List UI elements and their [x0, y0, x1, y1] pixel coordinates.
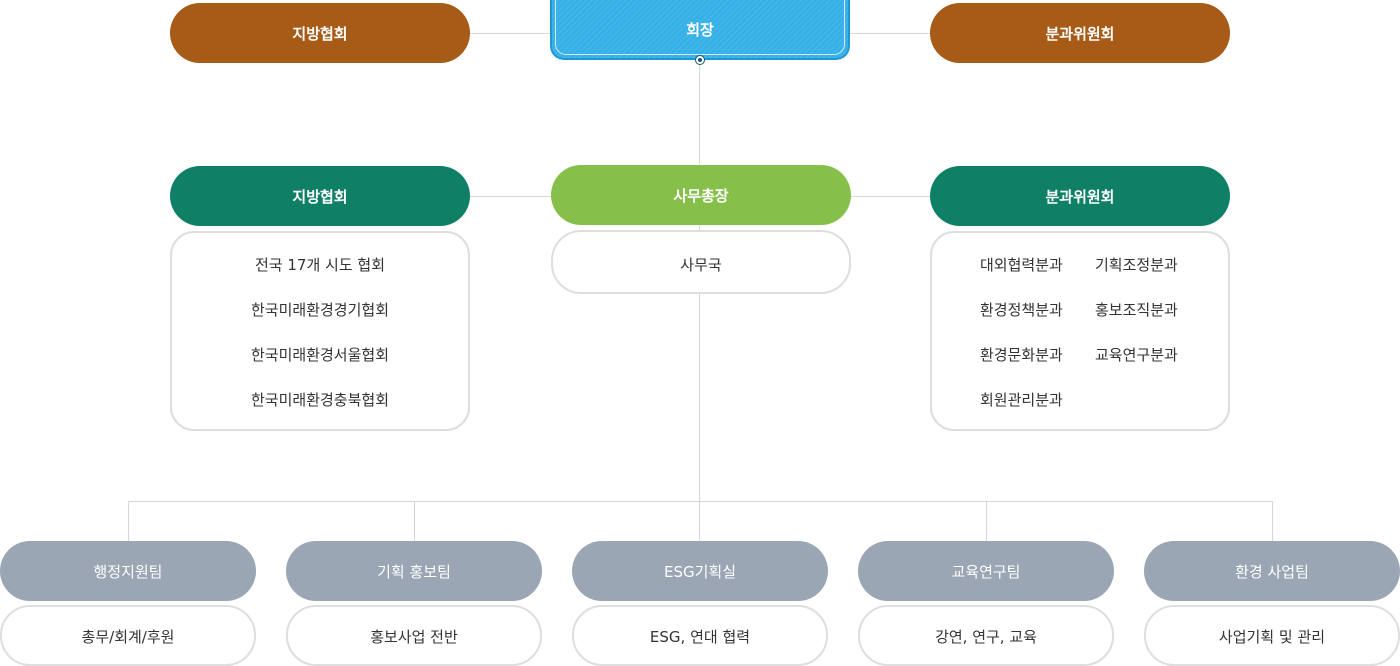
connector-drop-2 [414, 501, 415, 541]
team-admin-support: 행정지원팀 [0, 541, 256, 601]
subcommittee-item: 교육연구분과 [1095, 346, 1178, 364]
regional-item: 한국미래환경서울협회 [250, 346, 390, 364]
node-subcommittee: 분과위원회 [930, 166, 1230, 226]
connector-drop-5 [1272, 501, 1273, 541]
connector-dot [696, 56, 704, 64]
regional-item: 한국미래환경충북협회 [250, 391, 390, 409]
team-planning-pr-desc: 홍보사업 전반 [370, 628, 458, 646]
team-environment-business-desc-box [1144, 605, 1400, 666]
subcommittee-item: 홍보조직분과 [1095, 301, 1178, 319]
chairman-label: 회장 [686, 20, 714, 39]
team-esg-planning-desc: ESG, 연대 협력 [649, 628, 751, 646]
secretariat-box [551, 230, 851, 294]
secretariat-label: 사무국 [680, 256, 722, 274]
subcommittee-item: 기획조정분과 [1095, 256, 1178, 274]
subcommittee-item: 환경문화분과 [980, 346, 1063, 364]
team-admin-support-desc: 총무/회계/후원 [81, 628, 175, 646]
team-education-research-desc-box [858, 605, 1114, 666]
node-subcommittee-top: 분과위원회 [930, 3, 1230, 63]
subcommittee-item: 회원관리분과 [980, 391, 1063, 409]
team-esg-planning-desc-box [572, 605, 828, 666]
team-admin-support-desc-box [0, 605, 256, 666]
connector-drop-1 [128, 501, 129, 541]
connector-vertical-main [699, 60, 700, 541]
subcommittee-item: 대외협력분과 [980, 256, 1063, 274]
node-regional-association: 지방협회 [170, 166, 470, 226]
team-education-research-desc: 강연, 연구, 교육 [935, 628, 1037, 646]
regional-item: 전국 17개 시도 협회 [255, 256, 385, 274]
node-secretary-general: 사무총장 [551, 165, 851, 225]
connector-bottom-horizontal [128, 501, 1273, 502]
node-regional-association-top: 지방협회 [170, 3, 470, 63]
team-esg-planning: ESG기획실 [572, 541, 828, 601]
team-education-research: 교육연구팀 [858, 541, 1114, 601]
team-environment-business: 환경 사업팀 [1144, 541, 1400, 601]
connector-drop-4 [986, 501, 987, 541]
team-planning-pr-desc-box [286, 605, 542, 666]
team-planning-pr: 기획 홍보팀 [286, 541, 542, 601]
team-environment-business-desc: 사업기획 및 관리 [1218, 628, 1326, 646]
subcommittee-item: 환경정책분과 [980, 301, 1063, 319]
node-chairman: 회장 [550, 0, 850, 60]
subcommittee-list [930, 231, 1230, 431]
regional-item: 한국미래환경경기협회 [250, 301, 390, 319]
regional-association-list [170, 231, 470, 431]
